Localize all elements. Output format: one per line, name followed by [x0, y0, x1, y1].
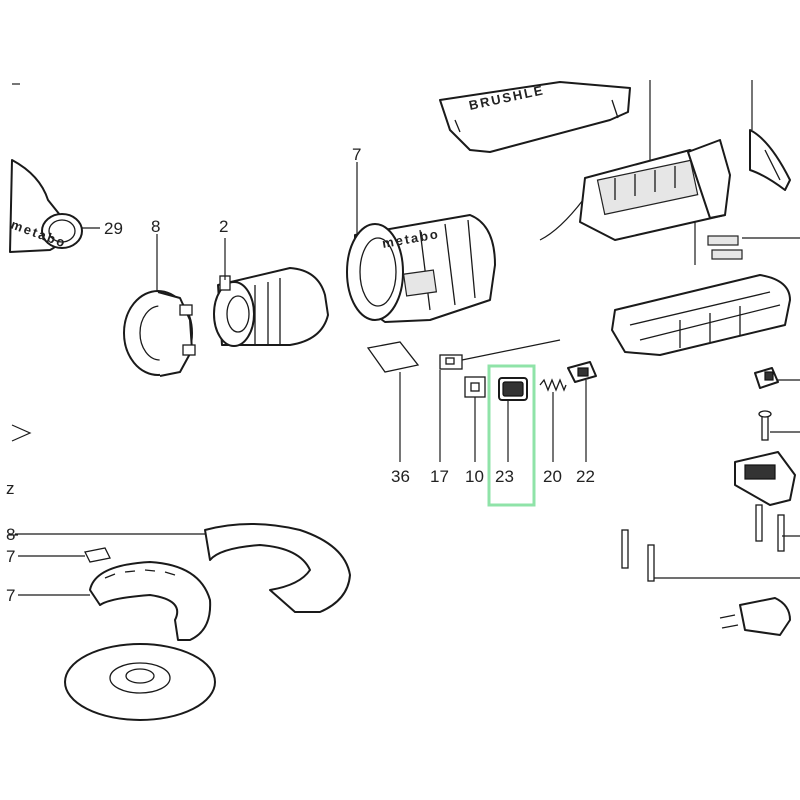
label-22: 22	[576, 467, 595, 486]
label-36: 36	[391, 467, 410, 486]
part-8-flange[interactable]	[123, 290, 196, 377]
part-right-screw-1[interactable]	[758, 410, 772, 441]
part-8-wheel-guard[interactable]	[204, 523, 351, 613]
label-7-left-a: 7	[6, 547, 15, 566]
part-right-clip[interactable]	[754, 367, 779, 389]
part-7-guard-ring[interactable]	[89, 561, 212, 641]
part-brushless-cover[interactable]: BRUSHLE	[439, 81, 631, 153]
part-36-label[interactable]	[366, 341, 420, 373]
part-20-spring[interactable]	[539, 378, 567, 392]
part-23-switch-slider[interactable]	[498, 377, 528, 401]
label-8-left: 8	[6, 525, 15, 544]
part-electronics-module[interactable]	[539, 80, 731, 241]
label-7-top: 7	[352, 145, 361, 164]
label-8-top: 8	[151, 217, 160, 236]
label-29: 29	[104, 219, 123, 238]
part-disc[interactable]	[64, 643, 216, 721]
part-7-small-label[interactable]	[84, 547, 111, 563]
part-17-switch-rod[interactable]	[439, 339, 561, 370]
label-23: 23	[495, 467, 514, 486]
left-edge-arrow	[11, 424, 32, 442]
part-7-motor-housing[interactable]: metabo	[346, 214, 496, 323]
label-20: 20	[543, 467, 562, 486]
part-22-switch[interactable]	[567, 361, 597, 383]
label-2: 2	[219, 217, 228, 236]
part-gear-housing-tray[interactable]	[611, 274, 791, 356]
label-10: 10	[465, 467, 484, 486]
part-small-blocks[interactable]	[707, 235, 743, 260]
label-17: 17	[430, 467, 449, 486]
part-top-right-cover[interactable]	[749, 129, 791, 191]
label-7-left-b: 7	[6, 586, 15, 605]
part-29-side-handle[interactable]: metabo	[9, 159, 83, 253]
part-10-washer[interactable]	[464, 376, 486, 398]
part-power-plug[interactable]	[719, 597, 791, 636]
part-2-rotor[interactable]	[213, 267, 329, 347]
part-right-screws[interactable]	[621, 504, 785, 582]
part-23-highlight-box	[487, 364, 536, 507]
label-z-left: z	[6, 479, 15, 498]
part-right-brush-holder[interactable]	[734, 451, 796, 506]
